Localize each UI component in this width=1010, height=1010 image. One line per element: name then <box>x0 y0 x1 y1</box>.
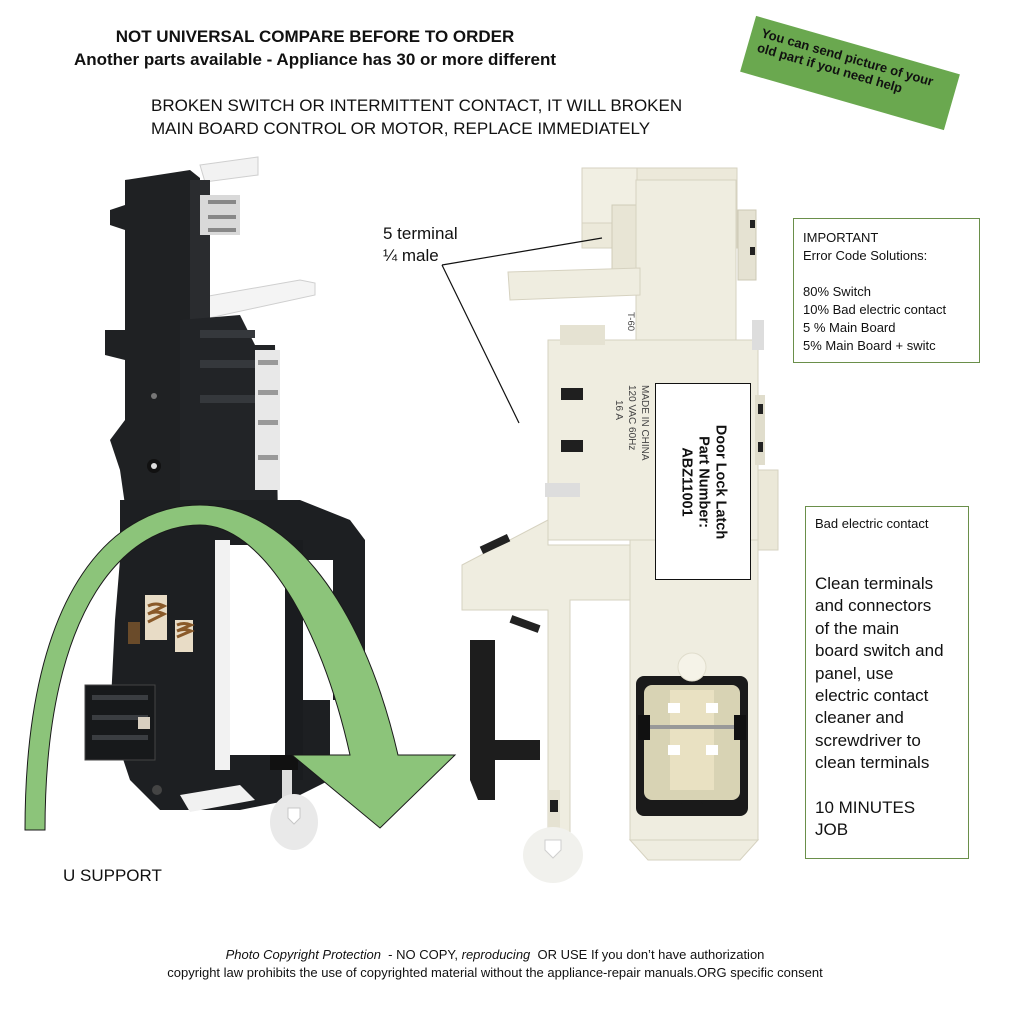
header-line-2: Another parts available - Appliance has … <box>73 50 557 69</box>
instruction-line: and connectors <box>815 596 932 616</box>
copyright-reproducing: reproducing <box>461 947 531 962</box>
callout-line-bottom <box>441 264 520 424</box>
warning-line-2: MAIN BOARD CONTROL OR MOTOR, REPLACE IMM… <box>151 119 651 138</box>
stamp-amps: 16 A <box>613 400 624 421</box>
copyright-protection: Photo Copyright Protection <box>225 947 381 962</box>
instruction-line: clean terminals <box>815 753 930 773</box>
solution-item: 10% Bad electric contact <box>803 302 947 317</box>
copyright-text: - NO COPY, <box>380 947 462 962</box>
terminal-type: ¼ male <box>383 246 439 265</box>
instruction-line: board switch and <box>815 641 944 661</box>
solution-item: 5% Main Board + switc <box>803 338 936 353</box>
u-support-label: U SUPPORT <box>63 866 162 885</box>
curved-arrow-icon <box>24 504 457 831</box>
solution-item: 80% Switch <box>803 284 871 299</box>
bad-contact-instructions: Clean terminals and connectors of the ma… <box>815 573 959 775</box>
error-code-solutions-box: IMPORTANT Error Code Solutions: 80% Swit… <box>793 218 980 363</box>
warning-text: BROKEN SWITCH OR INTERMITTENT CONTACT, I… <box>151 94 682 140</box>
instruction-line: of the main <box>815 618 900 638</box>
instruction-line: cleaner and <box>815 708 904 728</box>
header-line-1: NOT UNIVERSAL COMPARE BEFORE TO ORDER <box>115 27 515 46</box>
bad-contact-box: Bad electric contact Clean terminals and… <box>805 506 969 859</box>
job-duration: 10 MINUTES JOB <box>815 797 959 842</box>
instruction-line: Clean terminals <box>815 574 934 593</box>
copyright-text: OR USE If you don’t have authorization <box>530 947 765 962</box>
callout-line-top <box>441 237 603 266</box>
part-name: Door Lock Latch <box>712 424 729 539</box>
instruction-line: electric contact <box>815 686 929 706</box>
part-number-caption: Part Number: <box>695 435 712 528</box>
bad-contact-title: Bad electric contact <box>815 516 929 531</box>
solution-item: 5 % Main Board <box>803 320 896 335</box>
important-title: IMPORTANT <box>803 230 879 245</box>
stamp-voltage: 120 VAC 60Hz <box>626 385 637 451</box>
stamp-made-in: MADE IN CHINA <box>639 385 650 461</box>
door-lock-black-view <box>84 156 365 850</box>
door-lock-cream-view <box>461 167 779 883</box>
terminal-callout: 5 terminal ¼ male <box>383 223 458 267</box>
duration-line: 10 MINUTES <box>815 797 916 817</box>
part-number-label: Door Lock Latch Part Number: ABZ11001 <box>655 383 751 580</box>
important-subtitle: Error Code Solutions: <box>803 248 928 263</box>
instruction-line: screwdriver to <box>815 730 921 750</box>
model-stamp: T-60 <box>625 312 636 332</box>
copyright-line-2: copyright law prohibits the use of copyr… <box>167 965 823 980</box>
duration-line: JOB <box>815 820 849 840</box>
instruction-line: panel, use <box>815 663 894 683</box>
copyright-line-1: Photo Copyright Protection - NO COPY, re… <box>0 946 990 964</box>
warning-line-1: BROKEN SWITCH OR INTERMITTENT CONTACT, I… <box>151 96 683 115</box>
terminal-count: 5 terminal <box>383 224 458 243</box>
part-number-value: ABZ11001 <box>678 446 695 517</box>
